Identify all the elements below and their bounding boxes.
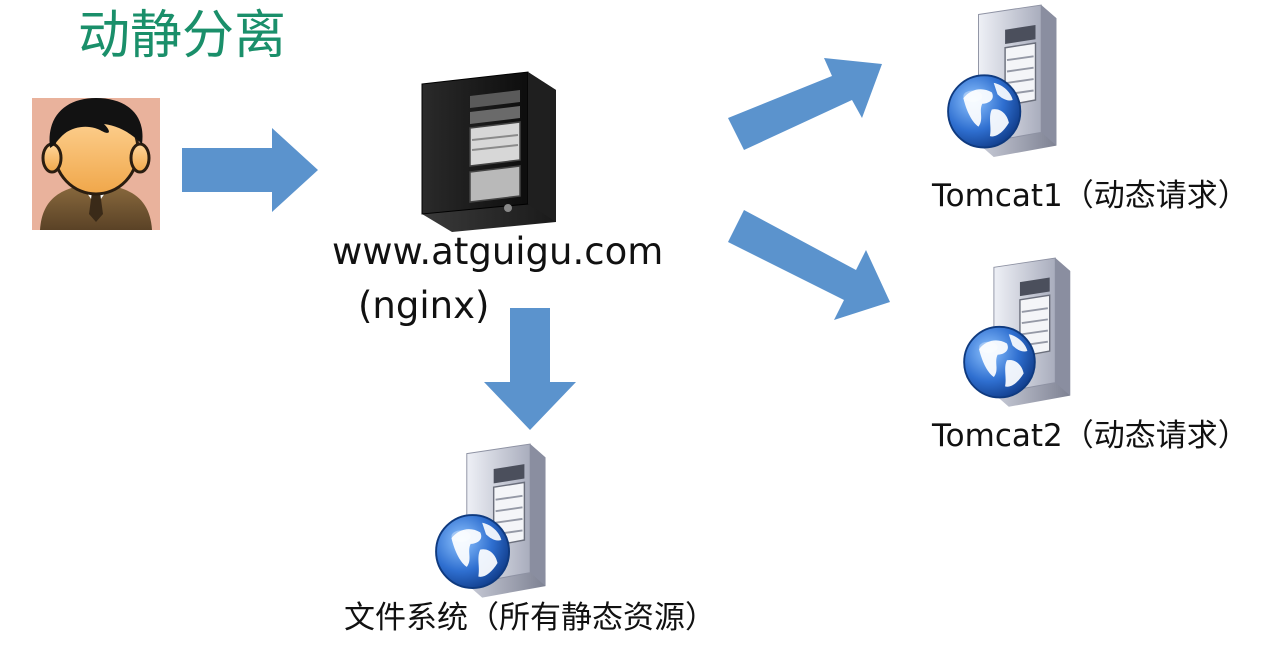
tomcat2-label: Tomcat2（动态请求）	[932, 418, 1249, 454]
arrow-user-to-nginx	[182, 128, 318, 212]
filesystem-label: 文件系统（所有静态资源）	[344, 600, 716, 636]
proxy-type-label: (nginx)	[358, 284, 490, 327]
page-title: 动静分离	[78, 6, 287, 66]
tomcat2-server-icon	[963, 257, 1072, 408]
arrow-nginx-to-tomcat1	[728, 58, 882, 150]
tomcat1-label: Tomcat1（动态请求）	[932, 178, 1249, 214]
arrow-nginx-to-tomcat2	[728, 210, 890, 320]
user-avatar-icon	[32, 98, 160, 230]
filesystem-server-icon	[435, 443, 547, 599]
proxy-host-label: www.atguigu.com	[332, 230, 664, 273]
black-server-tower-icon	[421, 71, 556, 232]
tomcat1-server-icon	[947, 4, 1058, 158]
arrow-nginx-to-filesystem	[484, 308, 576, 430]
